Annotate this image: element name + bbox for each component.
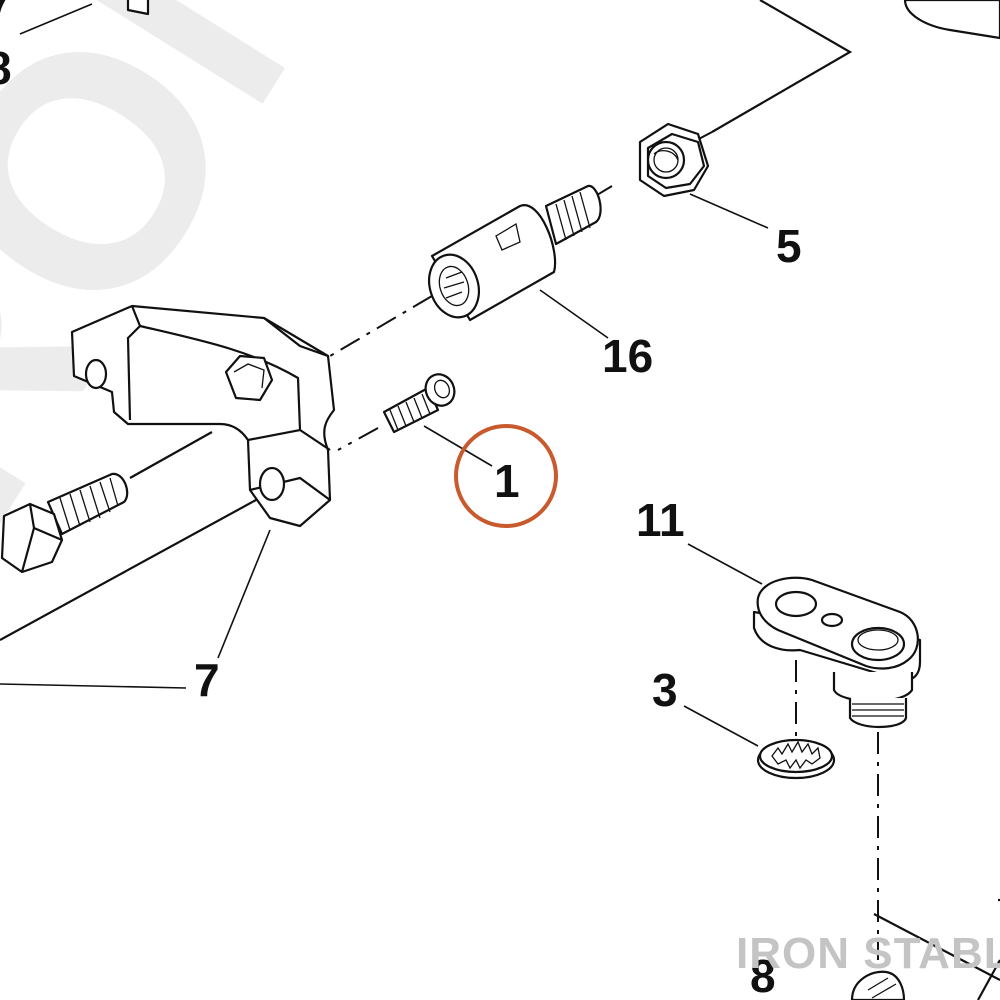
leader-7 <box>217 529 271 659</box>
callout-8-top: 8 <box>0 42 12 94</box>
screw-part-1 <box>382 373 456 434</box>
leader-3 <box>683 705 759 747</box>
callout-1: 1 <box>494 455 520 507</box>
axis-1-bracket <box>337 427 379 451</box>
leader-7-left <box>0 683 187 689</box>
hex-bolt <box>0 472 129 574</box>
callout-7-top: 7 <box>0 0 12 30</box>
rail-lower <box>0 499 257 641</box>
bottom-right-frame <box>850 898 1000 1000</box>
brand-label: IRON STABLE <box>736 929 1000 978</box>
highlight-circle <box>454 424 558 528</box>
axis-16-bracket <box>329 295 433 357</box>
housing-fragment <box>711 0 1000 133</box>
callout-7: 7 <box>194 654 220 706</box>
leader-1 <box>423 425 493 467</box>
rail-upper <box>129 431 213 479</box>
plate-part-11 <box>752 576 922 728</box>
leader-16 <box>539 289 609 339</box>
top-clip-fragment <box>126 0 150 16</box>
hex-nut-part-5 <box>638 122 710 198</box>
callout-8-bottom: 8 <box>750 950 776 1000</box>
washer-part-3 <box>756 738 836 780</box>
leader-8-top <box>19 3 93 35</box>
callout-5: 5 <box>776 220 802 272</box>
callout-3: 3 <box>652 664 678 716</box>
callout-16: 16 <box>602 330 653 382</box>
bracket-part-7 <box>70 304 336 528</box>
standoff-part-16 <box>428 184 602 322</box>
leader-11 <box>687 543 763 585</box>
leader-5 <box>689 193 769 229</box>
callout-11: 11 <box>636 494 685 546</box>
